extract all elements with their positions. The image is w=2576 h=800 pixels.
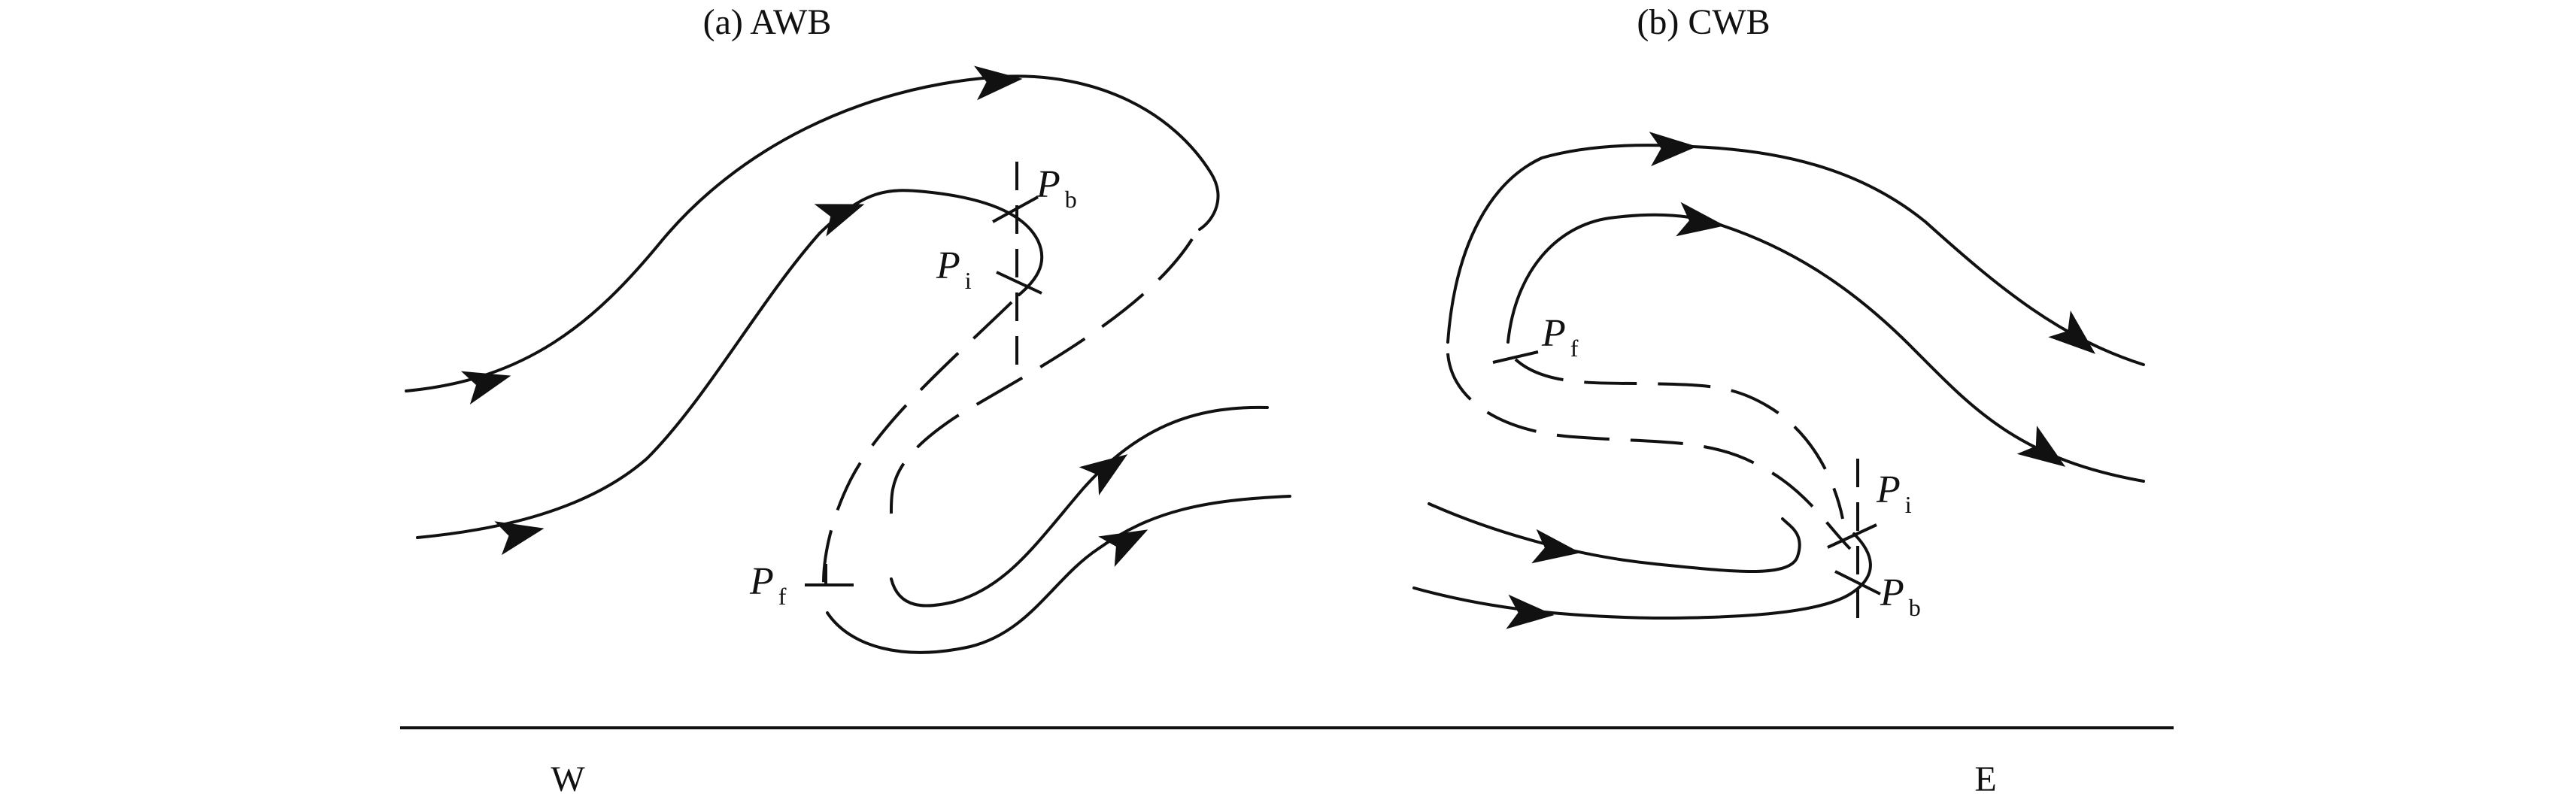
caption-awb: (a) AWB — [703, 2, 832, 42]
arrow-icon — [1531, 529, 1581, 564]
arrow-icon — [2048, 311, 2096, 354]
awb-streamline-lower-inner — [890, 405, 1269, 608]
cwb-streamline-second — [1506, 213, 2145, 483]
cwb-streamline-lower-inner — [1428, 502, 1801, 573]
cwb-tick-pb — [1834, 570, 1881, 595]
arrow-icon — [494, 521, 545, 556]
arrow-icon — [814, 204, 865, 237]
awb-streamline-inner-dashed — [822, 301, 1013, 583]
east-label: E — [1974, 759, 1996, 799]
caption-cwb: (b) CWB — [1637, 2, 1770, 42]
awb-tick-pi — [996, 271, 1042, 295]
awb-streamline-upper-dashed — [889, 238, 1194, 520]
cwb-streamline-second-dashed — [1514, 358, 1844, 520]
arrow-icon — [460, 371, 511, 405]
west-label: W — [551, 759, 585, 799]
awb-streamline-lower-outer — [826, 495, 1291, 654]
arrow-icon — [1506, 594, 1555, 629]
awb-streamline-upper — [405, 74, 1220, 392]
arrow-icon — [1676, 202, 1725, 237]
arrow-icon — [974, 65, 1023, 101]
cwb-tick-pf — [1492, 350, 1539, 364]
awb-tick-pb — [992, 195, 1039, 223]
arrow-icon — [2016, 426, 2066, 467]
cwb-streamline-lower-outer — [1412, 532, 1872, 620]
cwb-streamline-top — [1446, 144, 2145, 366]
arrow-icon — [1098, 529, 1148, 568]
awb-streamline-inner — [416, 189, 1044, 539]
arrow-icon — [1649, 132, 1698, 167]
cwb-tick-pi — [1827, 523, 1877, 549]
cwb-streamline-top-dashed — [1446, 353, 1852, 550]
arrow-icon — [1079, 454, 1128, 495]
